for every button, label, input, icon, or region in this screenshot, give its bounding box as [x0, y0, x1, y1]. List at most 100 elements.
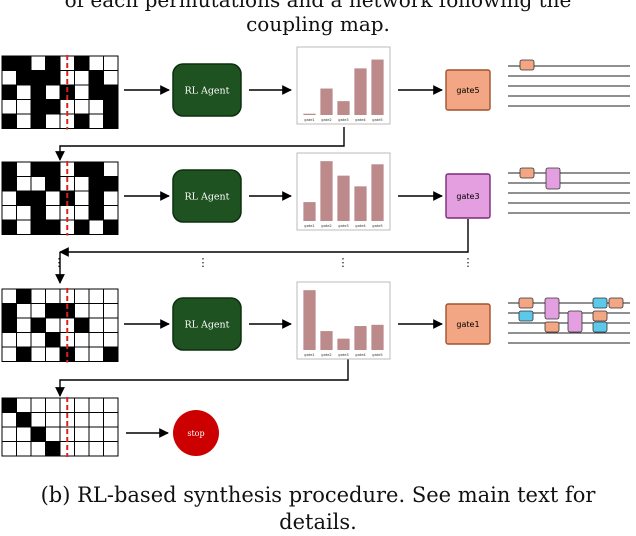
rl-agent-node: RL Agent — [172, 297, 242, 351]
circuit-gate — [545, 167, 561, 190]
permutation-grid — [1, 161, 119, 236]
grid-cell — [1, 205, 17, 221]
grid-cell — [30, 303, 46, 319]
header-line-1: of each permutations and a network follo… — [64, 0, 572, 12]
grid-cell — [103, 190, 119, 206]
grid-cell — [74, 426, 90, 442]
grid-cell — [88, 397, 104, 413]
grid-cell — [103, 161, 119, 177]
grid-cell — [30, 412, 46, 428]
grid-cell — [45, 176, 61, 192]
grid-cell — [30, 99, 46, 115]
grid-cell — [103, 113, 119, 129]
grid-cell — [1, 99, 17, 115]
grid-cell — [16, 441, 32, 457]
grid-cell — [88, 441, 104, 457]
chart-bar — [320, 331, 333, 350]
chart-tick-label: gate3 — [338, 353, 348, 357]
grid-cell — [74, 397, 90, 413]
grid-cell — [88, 317, 104, 333]
grid-cell — [45, 219, 61, 235]
rl-agent-node: RL Agent — [172, 169, 242, 223]
grid-cell — [88, 426, 104, 442]
grid-cell — [45, 55, 61, 71]
chart-bar — [354, 326, 367, 350]
ellipsis-marker: ⋮ — [338, 256, 349, 269]
grid-cell — [74, 55, 90, 71]
grid-cell — [30, 397, 46, 413]
selected-gate-node: gate1 — [445, 303, 491, 345]
permutation-grid — [1, 397, 119, 457]
circuit-step-2 — [508, 167, 630, 214]
grid-cell — [74, 176, 90, 192]
grid-cell — [30, 441, 46, 457]
grid-cell — [1, 219, 17, 235]
grid-cell — [45, 346, 61, 362]
circuit-gate — [519, 59, 535, 71]
caption-line-2: details. — [279, 510, 357, 534]
grid-cell — [45, 205, 61, 221]
stop-node: stop — [173, 410, 219, 456]
rl-agent-node: RL Agent — [172, 63, 242, 117]
grid-cell — [103, 441, 119, 457]
chart-tick-label: gate5 — [372, 118, 382, 122]
grid-cell — [16, 317, 32, 333]
grid-cell — [74, 190, 90, 206]
grid-cell — [88, 412, 104, 428]
chart-bar — [371, 164, 384, 221]
grid-cell — [1, 346, 17, 362]
grid-cell — [30, 190, 46, 206]
grid-cell — [88, 55, 104, 71]
grid-cell — [74, 412, 90, 428]
grid-cell — [103, 317, 119, 333]
grid-cell — [45, 441, 61, 457]
chart-tick-label: gate1 — [304, 224, 314, 228]
grid-cell — [1, 288, 17, 304]
grid-cell — [88, 205, 104, 221]
grid-cell — [16, 346, 32, 362]
grid-cell — [74, 317, 90, 333]
grid-cell — [16, 219, 32, 235]
chart-tick-label: gate4 — [355, 224, 366, 228]
permutation-grid — [1, 55, 119, 130]
grid-cell — [30, 332, 46, 348]
chart-bar — [337, 175, 350, 221]
grid-cell — [45, 113, 61, 129]
grid-cell — [103, 176, 119, 192]
chart-tick-label: gate2 — [321, 118, 331, 122]
chart-bar — [320, 161, 333, 221]
grid-cell — [45, 426, 61, 442]
grid-cell — [1, 176, 17, 192]
selected-gate-node: gate3 — [445, 173, 491, 219]
grid-cell — [1, 397, 17, 413]
grid-cell — [16, 113, 32, 129]
grid-cell — [1, 317, 17, 333]
chart-bar — [337, 338, 350, 350]
grid-cell — [16, 303, 32, 319]
grid-cell — [88, 99, 104, 115]
grid-cell — [74, 113, 90, 129]
grid-cell — [45, 412, 61, 428]
grid-cell — [30, 426, 46, 442]
grid-cell — [1, 332, 17, 348]
stop-label: stop — [187, 429, 204, 438]
chart-tick-label: gate4 — [355, 353, 366, 357]
grid-cell — [45, 70, 61, 86]
grid-cell — [74, 219, 90, 235]
grid-cell — [30, 288, 46, 304]
grid-cell — [16, 205, 32, 221]
grid-cell — [103, 84, 119, 100]
grid-cell — [16, 332, 32, 348]
grid-cell — [88, 190, 104, 206]
grid-cell — [103, 205, 119, 221]
grid-cell — [74, 161, 90, 177]
circuit-gate — [567, 310, 583, 333]
grid-cell — [88, 219, 104, 235]
grid-cell — [16, 70, 32, 86]
rl-agent-box — [172, 63, 242, 117]
circuit-gate — [544, 297, 560, 320]
grid-cell — [103, 332, 119, 348]
